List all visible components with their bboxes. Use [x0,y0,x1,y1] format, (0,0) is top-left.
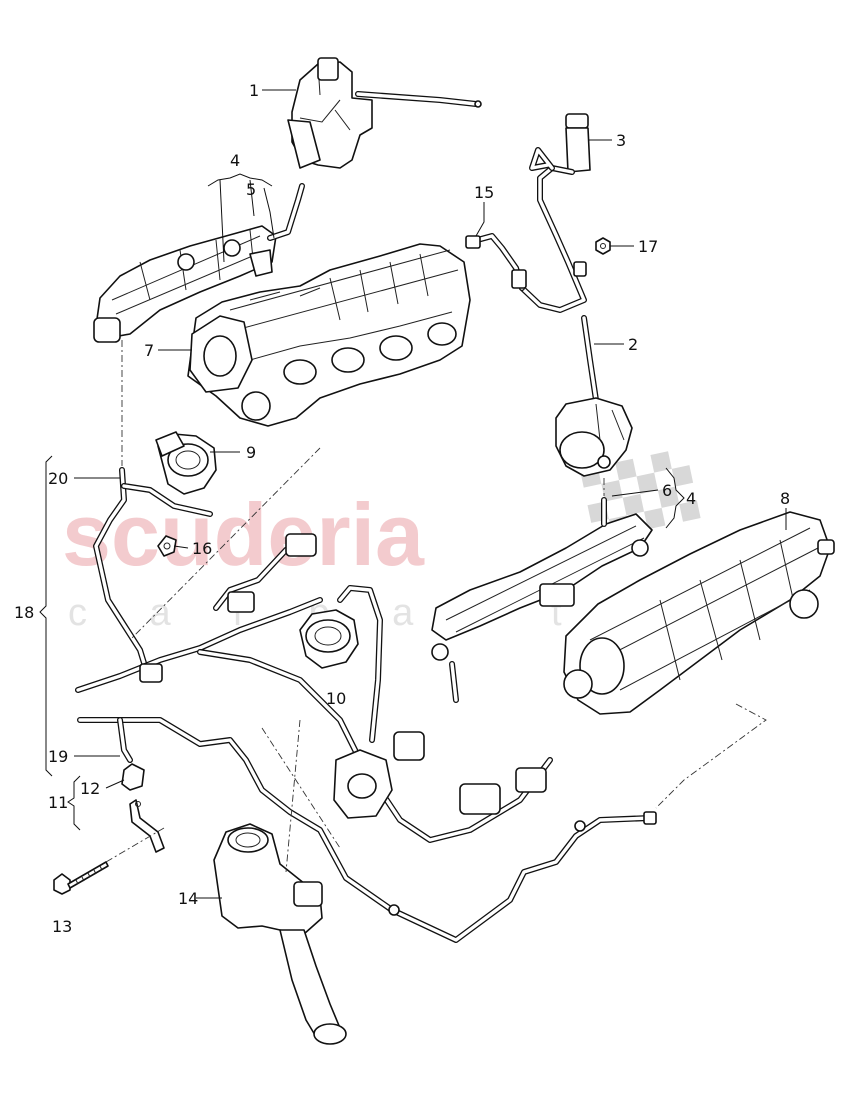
part-13-bolt [53,861,109,895]
part-18-harness [75,533,657,943]
callout-20: 20 [48,469,68,488]
part-10-valve [299,609,359,669]
part-6-bracket [431,497,653,703]
part-15-hose [465,233,527,291]
braces [39,173,685,831]
callout-18: 18 [14,603,34,622]
part-2-line [581,315,599,403]
callout-6: 6 [662,481,672,500]
callout-2: 2 [628,335,638,354]
callout-9: 9 [246,443,256,462]
part-20-pipe [93,467,213,679]
watermark-main: scuderia [62,485,425,584]
actuator [555,397,633,477]
reference-lines [105,340,767,873]
callout-12: 12 [80,779,100,798]
part-1-sensor [287,57,482,169]
part-17-nut [595,237,611,255]
part-11-bracket [121,763,165,853]
part-14-valve [213,823,347,1045]
callout-17: 17 [638,237,658,256]
callout-15: 15 [474,183,494,202]
callout-16: 16 [192,539,212,558]
callout-13: 13 [52,917,72,936]
part-7-intake-manifold [187,243,471,427]
part-8-intake-manifold [563,511,835,715]
callouts: 1 3 4 5 15 17 2 7 9 20 6 4 8 16 18 10 19… [14,81,790,936]
part-3-pipe [519,113,591,313]
callout-8: 8 [780,489,790,508]
leader-lines [74,89,787,899]
callout-11: 11 [48,793,68,812]
callout-1: 1 [249,81,259,100]
callout-4-upper: 4 [230,151,240,170]
part-4-fuel-rail-upper [93,183,305,343]
callout-5: 5 [246,180,256,199]
callout-3: 3 [616,131,626,150]
callout-10: 10 [326,689,346,708]
part-9-valve [155,431,217,495]
callout-19: 19 [48,747,68,766]
callout-7: 7 [144,341,154,360]
callout-4-right: 4 [686,489,696,508]
callout-14: 14 [178,889,198,908]
